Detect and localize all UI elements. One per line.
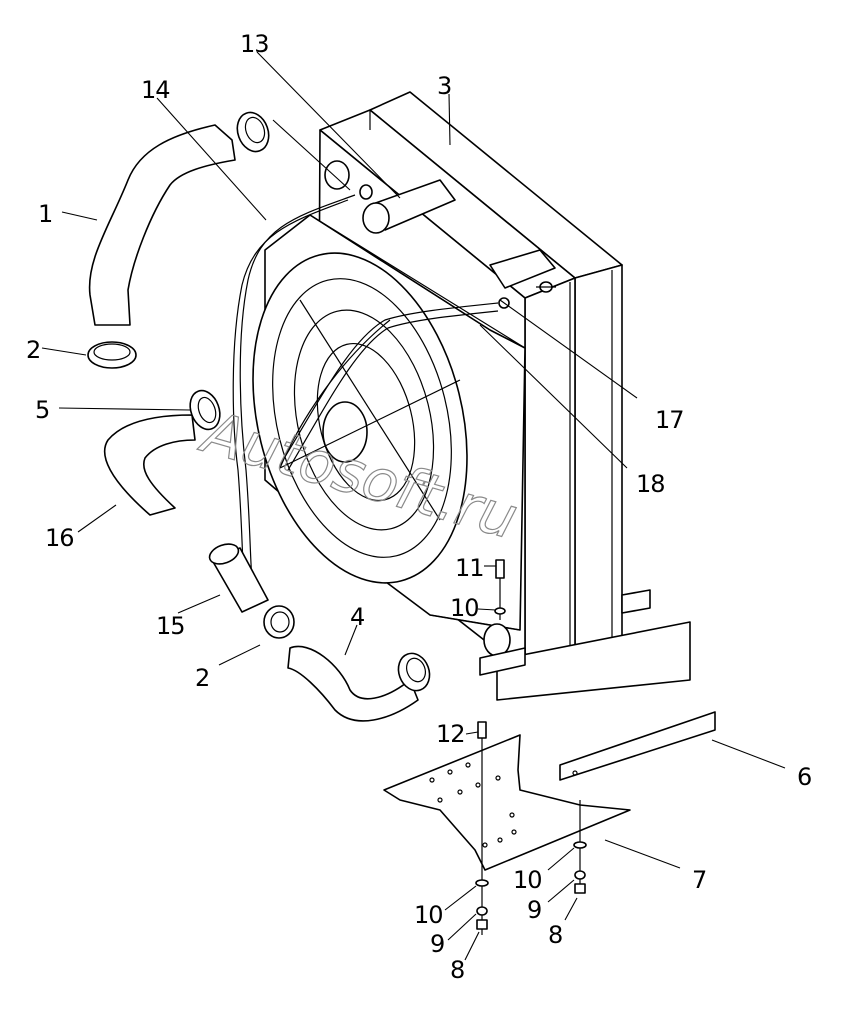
callout-16: 16	[45, 524, 74, 552]
callout-13: 13	[240, 30, 269, 58]
callout-1: 1	[38, 200, 52, 228]
callout-10-left: 10	[414, 901, 443, 929]
callout-10-upper: 10	[450, 594, 479, 622]
small-pipes	[232, 194, 499, 581]
top-fittings	[324, 160, 556, 309]
lower-left-hose	[103, 389, 269, 613]
callout-5: 5	[35, 396, 49, 424]
upper-hose	[87, 111, 270, 369]
callout-3: 3	[437, 72, 451, 100]
callout-9-left: 9	[430, 930, 444, 958]
callout-6: 6	[797, 763, 811, 791]
mounting-holes	[429, 762, 578, 848]
mounting-parts	[383, 589, 716, 871]
callout-15: 15	[156, 612, 185, 640]
fasteners	[475, 559, 587, 935]
callout-17: 17	[655, 406, 684, 434]
lower-hose	[263, 605, 511, 722]
callout-11: 11	[455, 554, 484, 582]
callout-10-right: 10	[513, 866, 542, 894]
callout-14: 14	[141, 76, 170, 104]
fan-guard	[252, 252, 468, 584]
callout-12: 12	[436, 720, 465, 748]
callout-9-right: 9	[527, 896, 541, 924]
callout-4: 4	[350, 603, 364, 631]
callout-8-right: 8	[548, 921, 562, 949]
callout-8-left: 8	[450, 956, 464, 984]
callout-18: 18	[636, 470, 665, 498]
callout-labels: 13 14 3 1 2 5 17 18 16 15 2 4 11 10 12 6…	[26, 30, 812, 984]
leader-lines	[41, 51, 786, 961]
callout-2-upper: 2	[26, 336, 40, 364]
callout-2-lower: 2	[195, 664, 209, 692]
callout-7: 7	[692, 866, 706, 894]
